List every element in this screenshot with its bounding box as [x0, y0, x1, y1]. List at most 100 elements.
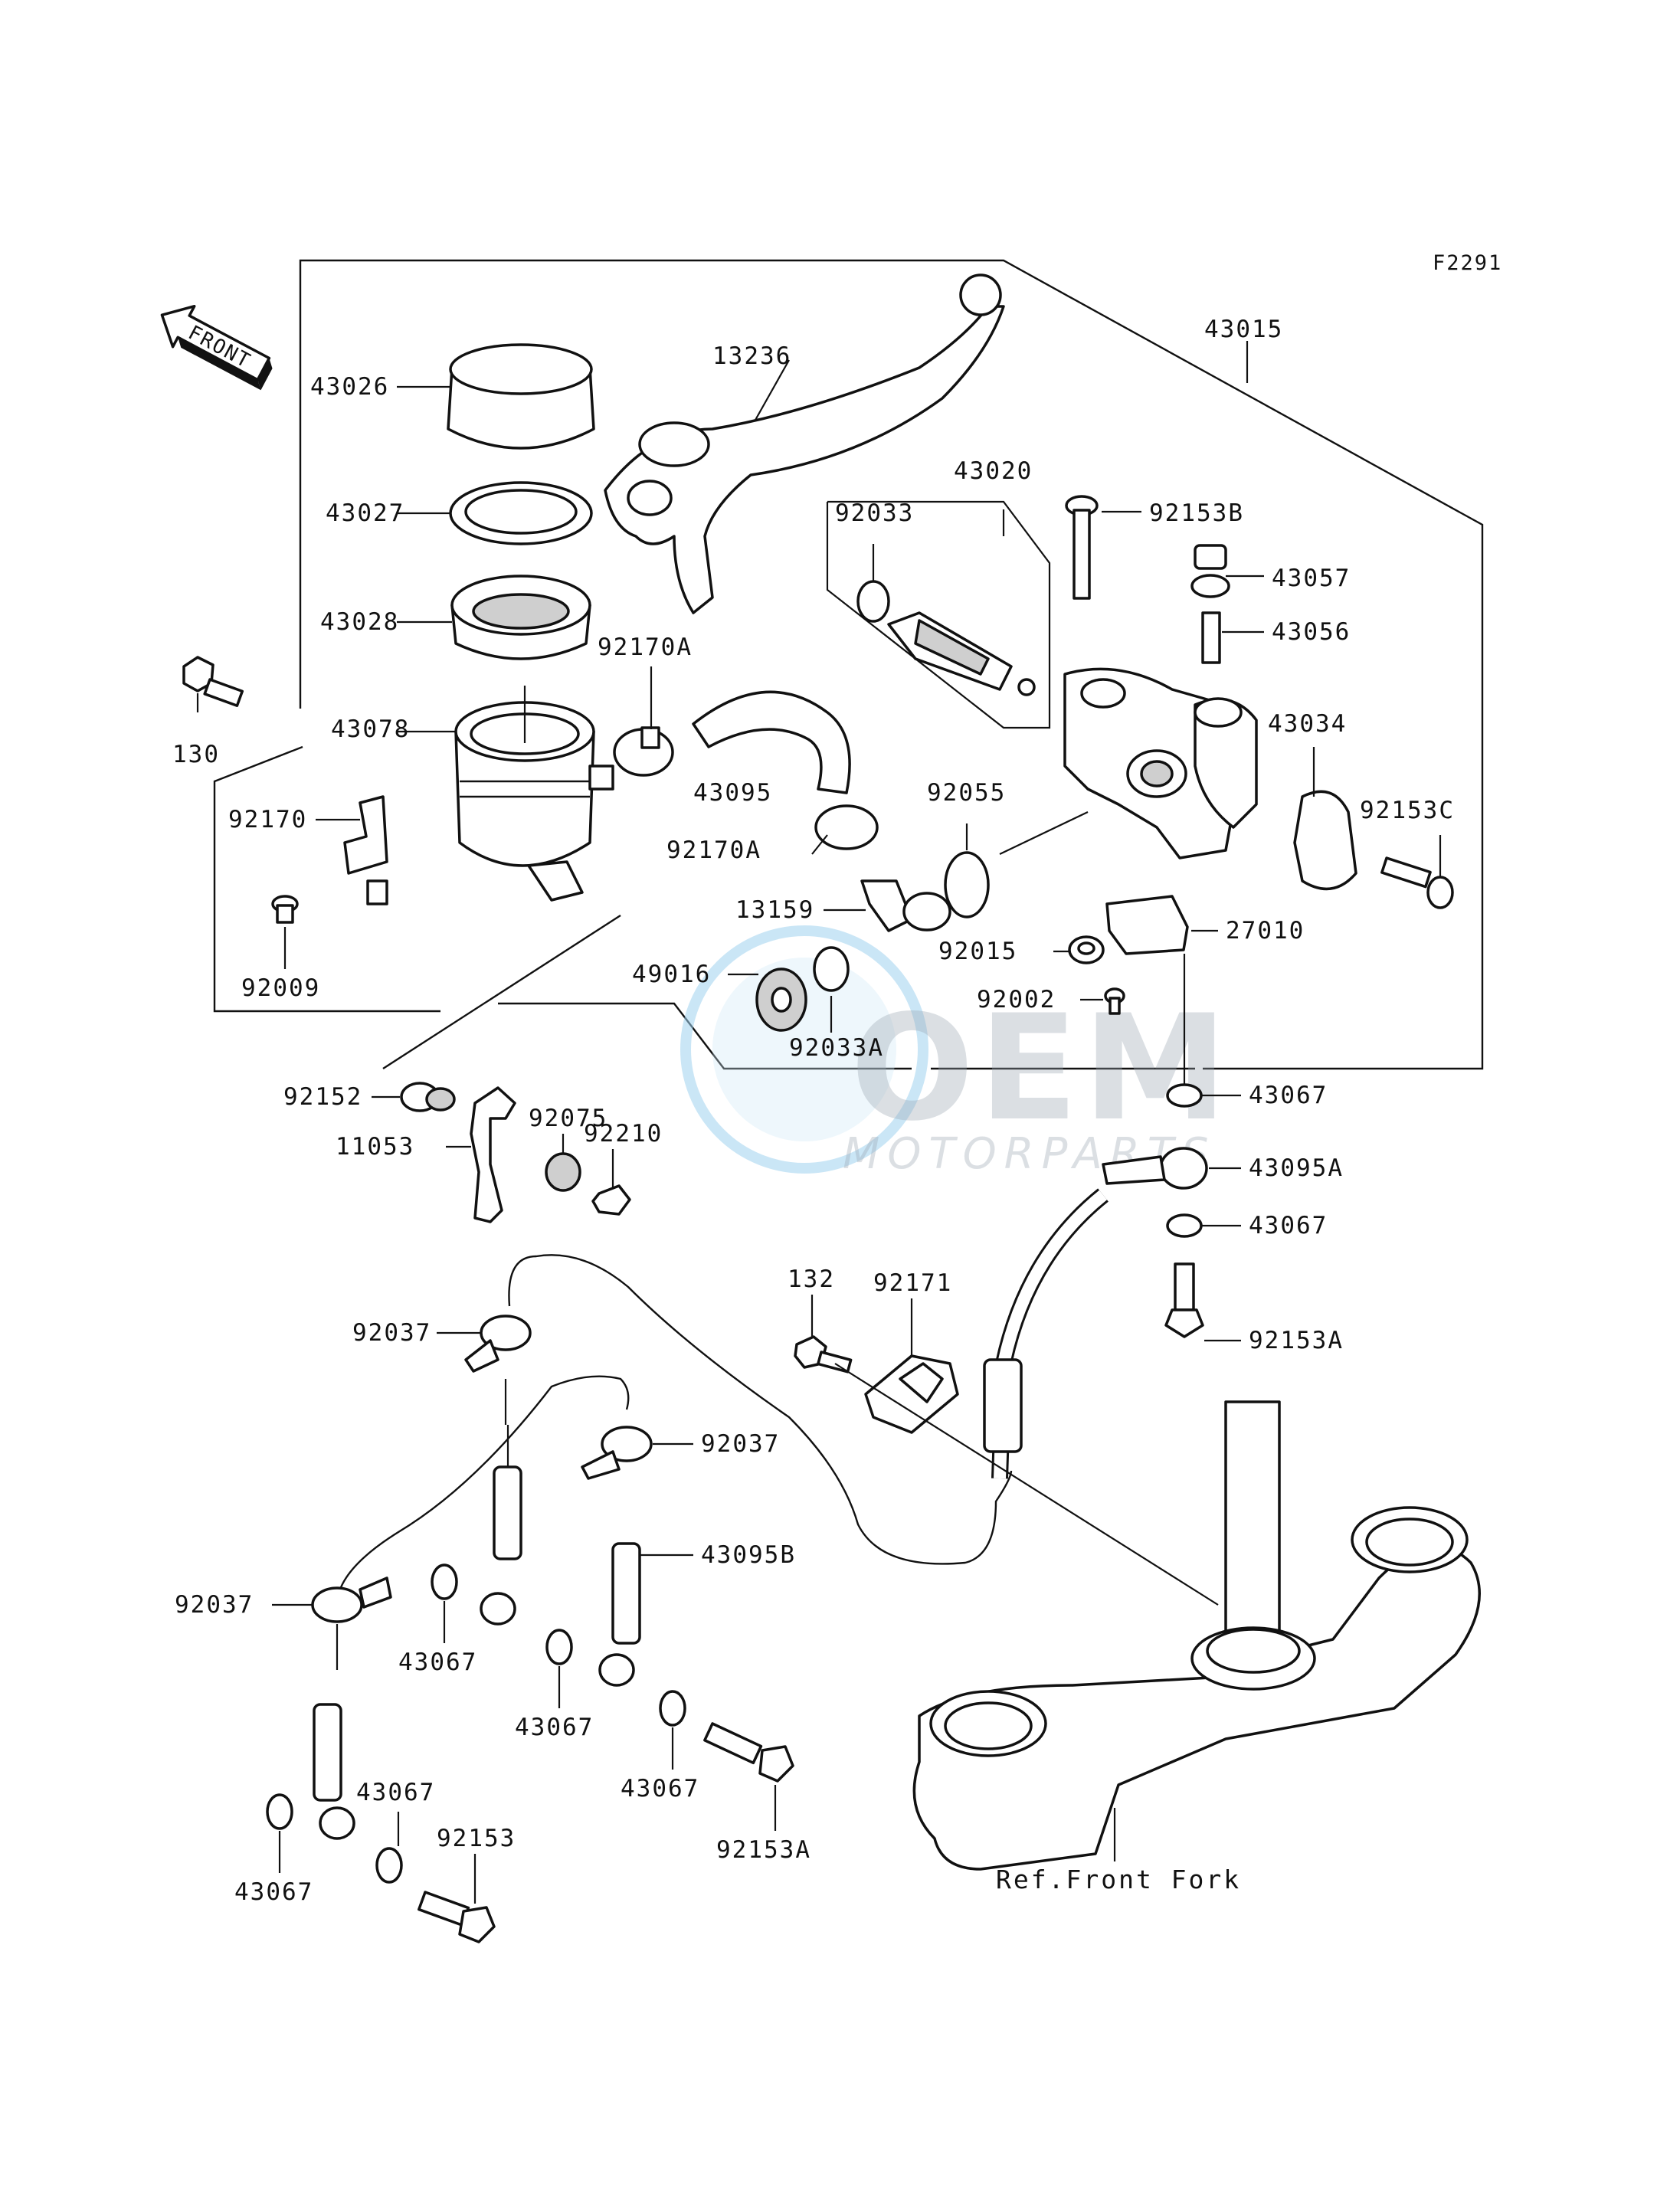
bolt-92153: [418, 1891, 496, 1943]
clamp-92037-b: [581, 1426, 653, 1480]
part-label[interactable]: 49016: [632, 961, 711, 988]
washer-43067-e: [659, 1690, 686, 1727]
washer-43067-g: [375, 1847, 403, 1884]
part-label[interactable]: 92153B: [1149, 499, 1244, 527]
clamp-92037-a: [464, 1315, 532, 1373]
grommet-92075: [545, 1152, 581, 1192]
brake-lever: [604, 273, 1005, 614]
reservoir-hose: [692, 690, 851, 794]
part-label[interactable]: 92152: [283, 1083, 362, 1111]
bolt-92153A-lower: [703, 1722, 794, 1783]
part-label[interactable]: 92210: [584, 1120, 663, 1148]
circlip-92033: [856, 580, 890, 623]
bolt-132: [794, 1335, 853, 1374]
front-fork-triple-clamp: [912, 1400, 1481, 1871]
part-label[interactable]: 92037: [352, 1319, 431, 1347]
bracket-11053: [470, 1086, 516, 1223]
part-label[interactable]: 132: [788, 1265, 835, 1293]
diaphragm: [450, 575, 591, 660]
fitting-13159: [860, 879, 951, 932]
part-label[interactable]: 92170A: [666, 837, 761, 864]
hose-line-routing-2: [336, 1375, 630, 1606]
leader-lines: [196, 359, 1442, 1904]
part-label[interactable]: 27010: [1226, 917, 1305, 945]
assembly-frame: [213, 259, 1484, 1070]
part-label[interactable]: 92075: [529, 1105, 607, 1132]
part-label[interactable]: 13159: [735, 896, 814, 924]
part-label[interactable]: 92033A: [789, 1034, 884, 1062]
part-label[interactable]: 92055: [927, 779, 1006, 807]
bolt-92153B: [1065, 495, 1099, 600]
reference-label: Ref.Front Fork: [996, 1865, 1241, 1894]
reservoir-body: [454, 701, 614, 902]
part-label[interactable]: 43067: [1249, 1082, 1328, 1109]
hose-43095B-a: [480, 1465, 522, 1626]
hose-line-routing: [508, 1254, 1013, 1565]
part-label[interactable]: 43028: [320, 608, 399, 636]
bolt-92153C: [1380, 856, 1454, 909]
banjo-43095A: [1102, 1147, 1208, 1190]
hose-clip-92171: [864, 1354, 959, 1434]
bracket-92170: [343, 795, 388, 905]
part-label[interactable]: 43067: [398, 1649, 477, 1676]
part-label[interactable]: 92153A: [716, 1836, 811, 1864]
part-label[interactable]: 92171: [873, 1269, 952, 1297]
reservoir-frame: [382, 914, 621, 1070]
part-label[interactable]: 43034: [1268, 710, 1347, 738]
part-label[interactable]: 92037: [701, 1430, 780, 1458]
part-label[interactable]: 92002: [977, 986, 1056, 1013]
piston-kit: [887, 611, 1036, 696]
part-label[interactable]: 43056: [1272, 618, 1351, 646]
part-label[interactable]: 43057: [1272, 565, 1351, 592]
part-label[interactable]: 43026: [310, 373, 389, 401]
washer-43067-f: [266, 1793, 293, 1830]
part-label[interactable]: 43095A: [1249, 1154, 1344, 1182]
hose-43095B-b: [598, 1542, 641, 1687]
part-label[interactable]: 43067: [515, 1714, 594, 1741]
circlip-92033A: [813, 946, 850, 992]
part-label[interactable]: 43095B: [701, 1541, 796, 1569]
part-label[interactable]: 43067: [356, 1779, 435, 1806]
part-label[interactable]: 43027: [326, 499, 404, 527]
reservoir-cap: [447, 343, 595, 450]
washer-43067-b: [1166, 1213, 1203, 1238]
hose-43095B-c: [313, 1703, 355, 1840]
part-label[interactable]: 11053: [336, 1133, 414, 1161]
part-label[interactable]: 43020: [954, 457, 1033, 485]
watermark-brand: OEM: [850, 984, 1232, 1153]
cap-seal-ring: [449, 481, 593, 545]
part-label[interactable]: 43067: [234, 1878, 313, 1906]
part-label[interactable]: 43078: [331, 715, 410, 743]
washer-43067-c: [431, 1563, 458, 1600]
part-label[interactable]: 92153: [437, 1825, 516, 1852]
part-label[interactable]: 92015: [938, 938, 1017, 965]
part-label[interactable]: 13236: [712, 342, 791, 370]
o-ring-92055: [944, 851, 990, 918]
brake-switch: [1105, 895, 1189, 955]
part-label[interactable]: 43095: [693, 779, 772, 807]
part-label[interactable]: 43067: [621, 1775, 699, 1802]
part-label[interactable]: 92037: [175, 1591, 254, 1619]
bleeder-cap: [1190, 544, 1230, 598]
part-label[interactable]: 92170: [228, 806, 307, 833]
part-label[interactable]: 43067: [1249, 1212, 1328, 1239]
bolt-130: [182, 656, 244, 707]
part-label[interactable]: 92153A: [1249, 1327, 1344, 1354]
part-label[interactable]: 43015: [1204, 316, 1283, 343]
hose-fitting: [983, 1358, 1023, 1453]
screw-92009: [271, 895, 299, 924]
part-label[interactable]: 92033: [835, 499, 914, 527]
brake-hose-main-inner: [994, 1190, 1107, 1479]
part-label[interactable]: 130: [172, 741, 220, 768]
part-label[interactable]: 92170A: [598, 634, 693, 661]
handlebar-clamp: [1293, 790, 1357, 891]
clamp-92170A-upper: [613, 726, 674, 777]
part-label[interactable]: 92009: [241, 974, 320, 1002]
watermark-logo: OEM MOTORPARTS: [680, 925, 1232, 1179]
grommet-92152: [400, 1082, 456, 1112]
front-arrow-icon: FRONT: [160, 304, 273, 391]
part-label[interactable]: 92153C: [1360, 797, 1455, 824]
nut-92210: [591, 1184, 631, 1216]
clamp-92170A-lower: [814, 804, 879, 850]
